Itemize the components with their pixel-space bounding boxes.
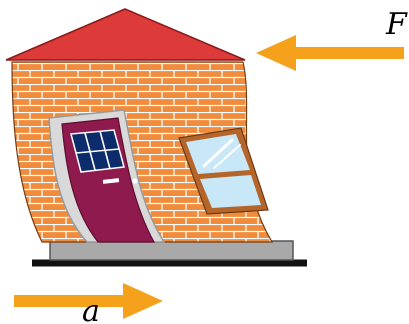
foundation-step <box>49 240 294 261</box>
force-arrow <box>256 35 404 71</box>
acceleration-label: a <box>82 294 100 324</box>
door-glass-mullion-h <box>75 148 120 154</box>
roof <box>5 8 246 61</box>
mail-slot <box>102 178 120 184</box>
window-glare <box>202 138 234 168</box>
acceleration-arrow-shaft <box>14 295 126 307</box>
door-knob <box>132 178 138 184</box>
force-arrow-head <box>256 35 296 71</box>
acceleration-arrow-head <box>123 283 163 319</box>
force-arrow-shaft <box>292 47 404 59</box>
acceleration-arrow <box>14 283 163 319</box>
window-glare-2 <box>213 144 241 169</box>
window-glass-lower <box>200 175 261 208</box>
force-label: F <box>385 7 408 42</box>
